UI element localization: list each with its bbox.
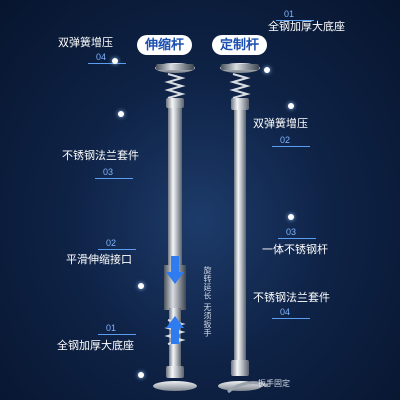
right-flange-number: 04 xyxy=(272,307,310,319)
telescopic-rod xyxy=(153,63,197,391)
left-flange-dot xyxy=(118,111,124,117)
left-bottom-disc xyxy=(153,381,197,391)
right-rod-number: 03 xyxy=(278,227,316,239)
right-rod-label: 一体不锈钢杆 xyxy=(262,244,328,256)
left-base-label: 全钢加厚大底座 xyxy=(57,340,134,352)
custom-rod xyxy=(218,63,269,394)
right-tube xyxy=(234,110,246,365)
left-upper-tube xyxy=(168,108,182,268)
custom-header: 定制杆 xyxy=(212,35,268,55)
rotate-extend-note: 旋转延长 无须扳手 xyxy=(203,266,212,337)
left-collar xyxy=(166,98,184,108)
left-joint-label: 平滑伸缩接口 xyxy=(66,254,132,266)
left-flange-label: 不锈钢法兰套件 xyxy=(62,150,139,162)
right-spring-number: 02 xyxy=(272,135,310,147)
left-spring-label: 双弹簧增压 xyxy=(58,37,113,49)
right-bottom-collar xyxy=(231,360,249,376)
right-base-number: 01 xyxy=(276,9,314,21)
right-spring-label: 双弹簧增压 xyxy=(253,118,308,130)
wrench-fix-note: 扳手固定 xyxy=(258,379,290,388)
right-flange-label: 不锈钢法兰套件 xyxy=(253,292,330,304)
left-spring-dot xyxy=(112,58,118,64)
left-top-spring xyxy=(164,73,186,99)
right-rod-dot xyxy=(288,214,294,220)
arrow-down-icon xyxy=(166,256,184,284)
right-base-dot xyxy=(264,67,270,73)
wrench-icon xyxy=(227,381,269,394)
left-base-dot xyxy=(138,372,144,378)
right-top-plate xyxy=(221,64,259,70)
left-bottom-collar xyxy=(166,366,184,378)
arrow-up-icon xyxy=(166,316,184,344)
left-base-number: 01 xyxy=(98,323,136,335)
left-joint-number: 02 xyxy=(98,238,136,250)
telescopic-header: 伸缩杆 xyxy=(137,35,193,55)
left-bottom-spring xyxy=(164,319,186,345)
left-spring-number: 04 xyxy=(88,52,126,64)
left-flange-number: 03 xyxy=(95,167,133,179)
right-spring-dot xyxy=(288,103,294,109)
left-joint-dot xyxy=(138,283,144,289)
right-top-spring xyxy=(229,73,251,99)
right-collar xyxy=(231,98,249,110)
right-base-label: 全钢加厚大底座 xyxy=(268,21,345,33)
left-top-plate xyxy=(156,64,194,70)
